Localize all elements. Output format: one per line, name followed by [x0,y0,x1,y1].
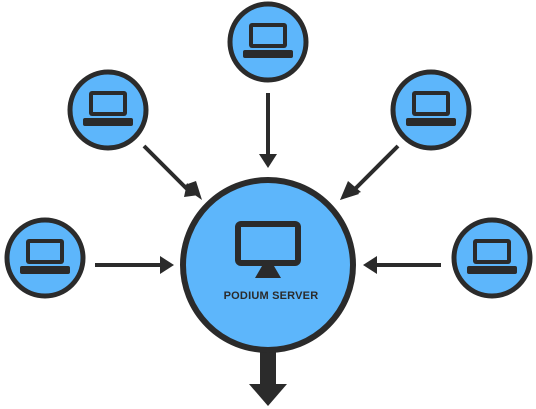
laptop-icon [20,239,70,274]
arrow-server-output [249,348,287,406]
arrow-upper-left-to-server [142,144,202,200]
laptop-icon [406,91,456,126]
connectors [95,93,441,406]
client-top [227,1,309,83]
client-upper-right [390,69,472,151]
client-upper-left [67,69,149,151]
client-left [4,217,86,299]
arrow-top-to-server [259,93,277,168]
arrow-left-to-server [95,256,174,274]
laptop-icon [243,23,293,58]
laptop-icon [83,91,133,126]
desktop-monitor-icon [235,221,301,278]
server-label: PODIUM SERVER [224,290,319,302]
arrow-upper-right-to-server [340,144,400,200]
podium-server-node: PODIUM SERVER [180,177,356,353]
client-right [451,217,533,299]
arrow-right-to-server [363,256,441,274]
laptop-icon [467,239,517,274]
